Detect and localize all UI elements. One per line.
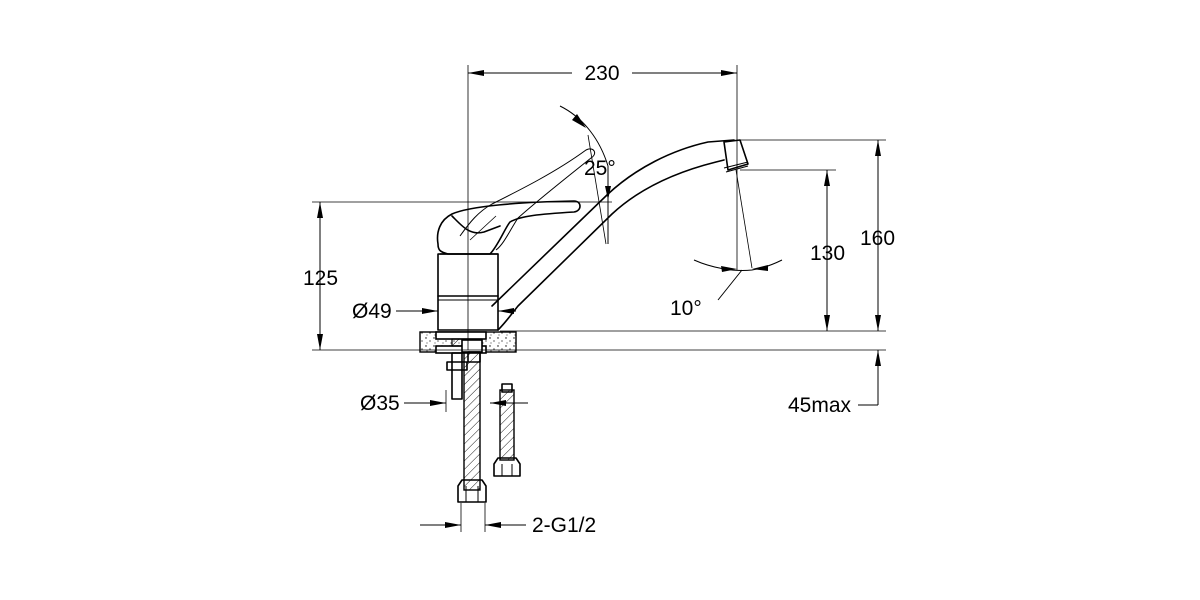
- dimension-thread: 2-G1/2: [420, 503, 596, 537]
- angle-label-10: 10°: [670, 297, 702, 320]
- dimension-label-130: 130: [810, 242, 845, 265]
- dimension-45max: 45max: [788, 350, 881, 417]
- dimension-label-45max: 45max: [788, 394, 852, 417]
- angle-label-25: 25°: [584, 157, 616, 180]
- angle-25: 25°: [559, 105, 616, 244]
- dimension-label-thread: 2-G1/2: [532, 514, 596, 537]
- dimension-label-diameter-49: Ø49: [352, 300, 392, 323]
- dimension-125: 125: [303, 202, 338, 350]
- dimension-160: 160: [860, 140, 895, 331]
- dimension-diameter-35: Ø35: [360, 390, 528, 415]
- supply-hoses: [446, 339, 521, 503]
- faucet-body: [436, 139, 749, 331]
- dimension-230: 230: [468, 62, 737, 85]
- dimension-130: 130: [810, 170, 845, 331]
- dimension-label-diameter-35: Ø35: [360, 392, 400, 415]
- dimension-label-230: 230: [584, 62, 619, 85]
- dimension-label-160: 160: [860, 227, 895, 250]
- extension-lines: [312, 65, 886, 351]
- dimension-label-125: 125: [303, 267, 338, 290]
- angle-10: 10°: [670, 169, 783, 320]
- dimension-diameter-49: Ø49: [352, 300, 516, 323]
